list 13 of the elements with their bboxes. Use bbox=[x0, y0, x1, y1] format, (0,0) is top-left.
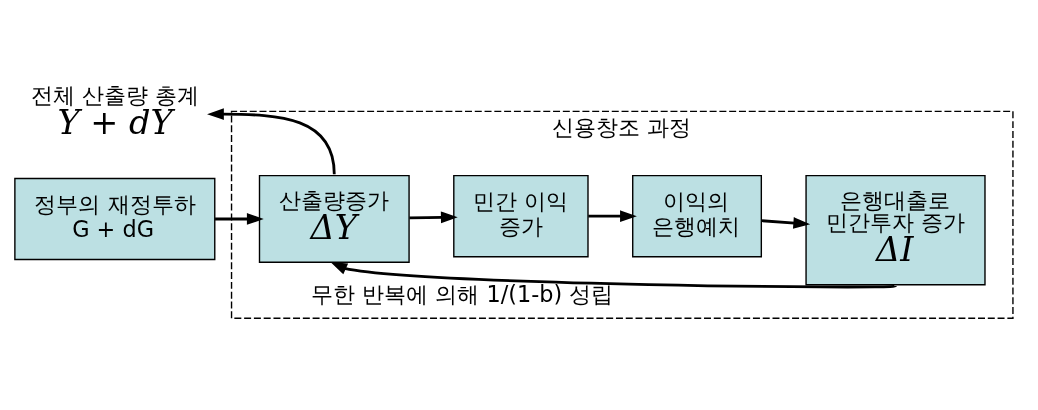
node-box: 이익의 은행예치 bbox=[631, 174, 762, 258]
node-box: 정부의 재정투하 G + dG bbox=[13, 177, 215, 261]
arrow bbox=[206, 108, 336, 175]
arrow bbox=[214, 213, 264, 225]
node-box: 민간 이익 증가 bbox=[452, 174, 589, 258]
arrow bbox=[408, 211, 458, 224]
arrow bbox=[760, 217, 810, 229]
arrow bbox=[587, 210, 637, 223]
node-box: 산출량증가 ΔY bbox=[258, 174, 410, 263]
node-box: 은행대출로 민간투자 증가 ΔI bbox=[804, 174, 986, 286]
edge-label: 무한 반복에 의해 1/(1-b) 성립 bbox=[310, 280, 613, 307]
arrow bbox=[329, 261, 896, 289]
node-text: 전체 산출량 총계 Y + dY bbox=[30, 81, 199, 142]
